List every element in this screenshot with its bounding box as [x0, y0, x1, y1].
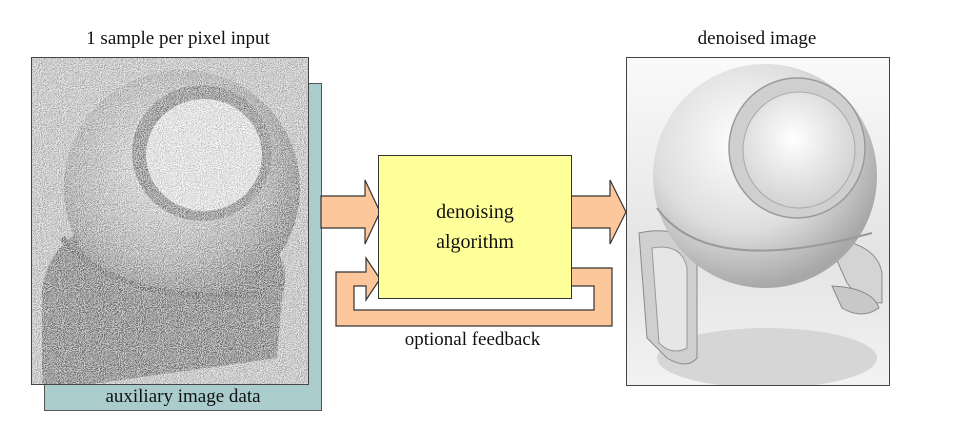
input-arrow: [320, 179, 381, 245]
denoised-output-image: [626, 57, 890, 386]
auxiliary-data-label: auxiliary image data: [105, 386, 261, 407]
feedback-label: optional feedback: [404, 329, 541, 350]
algorithm-label-line2: algorithm: [436, 231, 514, 253]
input-image-title: 1 sample per pixel input: [86, 28, 270, 49]
output-image-title: denoised image: [697, 28, 817, 49]
noisy-input-image: [31, 57, 309, 385]
feedback-loop-arrow: [335, 256, 613, 327]
output-arrow: [570, 179, 627, 245]
denoising-algorithm-box: denoising algorithm: [378, 155, 572, 299]
algorithm-label-line1: denoising: [436, 201, 514, 223]
